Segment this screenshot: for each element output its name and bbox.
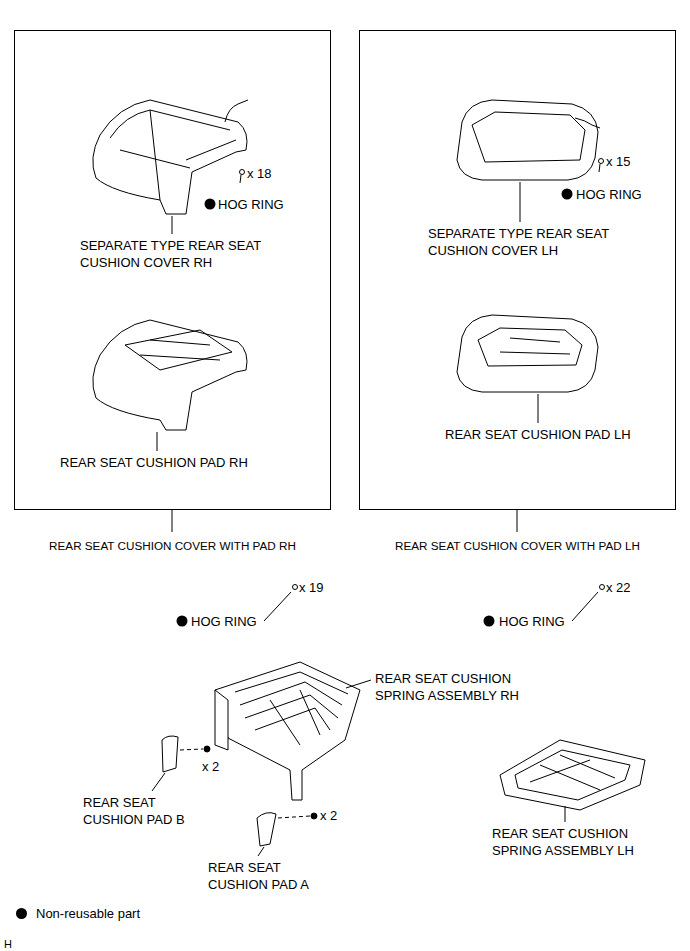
side-plate <box>215 690 228 750</box>
leader-line <box>172 216 173 234</box>
leader-line <box>538 394 539 423</box>
leader-line <box>258 847 264 856</box>
part-label: REAR SEAT CUSHION PAD A <box>208 859 328 893</box>
cover-wire <box>225 100 248 122</box>
part-label: SEPARATE TYPE REAR SEAT CUSHION COVER LH <box>428 225 633 259</box>
part-label: REAR SEAT CUSHION PAD RH <box>60 454 248 471</box>
quantity-label: x 19 <box>299 579 324 596</box>
cushion-cover-lh <box>457 100 598 180</box>
group-heading: REAR SEAT CUSHION COVER WITH PAD RH <box>0 537 350 554</box>
part-label: H <box>4 936 12 951</box>
part-label: REAR SEAT CUSHION PAD LH <box>445 426 631 443</box>
non-reusable-dot <box>562 189 573 200</box>
quantity-label: x 22 <box>606 579 631 596</box>
install-line <box>180 749 203 750</box>
hog-ring-icon <box>600 585 605 590</box>
leader-line <box>565 806 566 822</box>
spring-wire <box>515 750 630 800</box>
spring-assembly-rh <box>215 662 360 800</box>
cover-seam <box>110 110 236 200</box>
cushion-pad-rh <box>93 320 247 430</box>
part-label: HOG RING <box>191 613 257 630</box>
leader-line <box>152 773 165 791</box>
pad-detail <box>478 328 582 366</box>
quantity-label: x 2 <box>202 758 219 775</box>
non-reusable-dot <box>484 616 495 627</box>
cushion-cover-rh <box>93 100 247 214</box>
hog-ring-icon <box>599 159 604 173</box>
leader-line <box>346 680 371 688</box>
part-label: SEPARATE TYPE REAR SEAT CUSHION COVER RH <box>80 237 285 271</box>
spring-wire <box>235 672 348 745</box>
cushion-pad-a <box>257 813 276 846</box>
part-label: REAR SEAT CUSHION PAD B <box>83 794 203 828</box>
cushion-pad-lh <box>457 315 598 392</box>
clip <box>311 813 317 819</box>
part-label: REAR SEAT CUSHION SPRING ASSEMBLY RH <box>375 670 540 704</box>
cover-wire <box>575 118 600 128</box>
part-label: HOG RING <box>499 613 565 630</box>
leader-line <box>157 432 158 451</box>
part-label: REAR SEAT CUSHION SPRING ASSEMBLY LH <box>492 825 662 859</box>
pad-detail <box>125 330 232 370</box>
spring-assembly-lh <box>500 740 645 810</box>
part-label: HOG RING <box>218 196 284 213</box>
clip <box>204 746 210 752</box>
legend-swatch <box>16 908 27 919</box>
leader-line <box>172 510 173 532</box>
install-line <box>278 816 310 818</box>
leader-line <box>572 592 598 621</box>
leader-line <box>264 592 291 621</box>
leader-line <box>520 182 521 222</box>
leader-line <box>517 510 518 532</box>
part-label: HOG RING <box>576 186 642 203</box>
non-reusable-dot <box>177 616 188 627</box>
quantity-label: x 15 <box>606 153 631 170</box>
hog-ring-icon <box>240 170 245 184</box>
hog-ring-icon <box>293 585 298 590</box>
cushion-pad-b <box>162 736 178 772</box>
legend-entry: Non-reusable part <box>16 905 140 922</box>
legend-text: Non-reusable part <box>36 906 140 921</box>
quantity-label: x 18 <box>247 165 272 182</box>
cover-seam <box>472 112 585 162</box>
non-reusable-dot <box>205 199 216 210</box>
group-heading: REAR SEAT CUSHION COVER WITH PAD LH <box>340 537 690 554</box>
quantity-label: x 2 <box>320 807 337 824</box>
